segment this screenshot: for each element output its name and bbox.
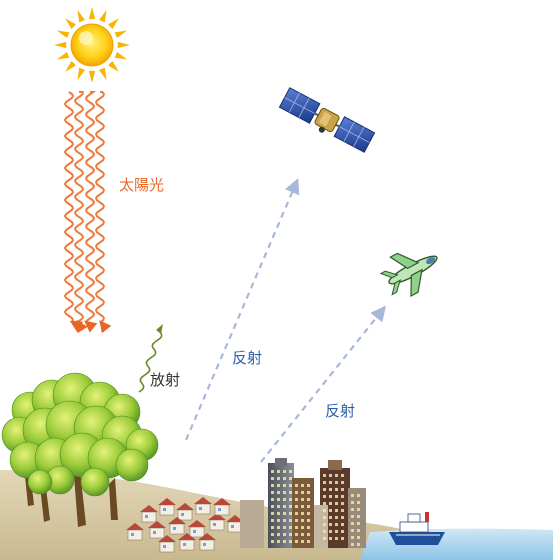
sunlight-label: 太陽光	[119, 177, 165, 194]
sunlight-rays	[63, 91, 112, 334]
airplane-icon	[379, 252, 438, 298]
emission-arrow-head	[156, 324, 163, 334]
reflection-arrows	[184, 178, 386, 463]
emission-arrow	[138, 331, 163, 393]
emission-label: 放射	[150, 372, 181, 389]
reflection-arrow-to-airplane	[260, 305, 386, 463]
reflection-label-airplane: 反射	[325, 403, 356, 420]
sea	[360, 528, 553, 560]
ship-icon	[389, 512, 445, 545]
house-icon	[126, 497, 244, 553]
reflection-label-satellite: 反射	[232, 350, 263, 367]
tree-icon	[1, 372, 159, 527]
satellite-icon	[278, 87, 376, 153]
building-icon	[240, 458, 366, 548]
reflection-arrow-to-satellite	[184, 178, 300, 441]
sun-icon	[54, 7, 130, 83]
